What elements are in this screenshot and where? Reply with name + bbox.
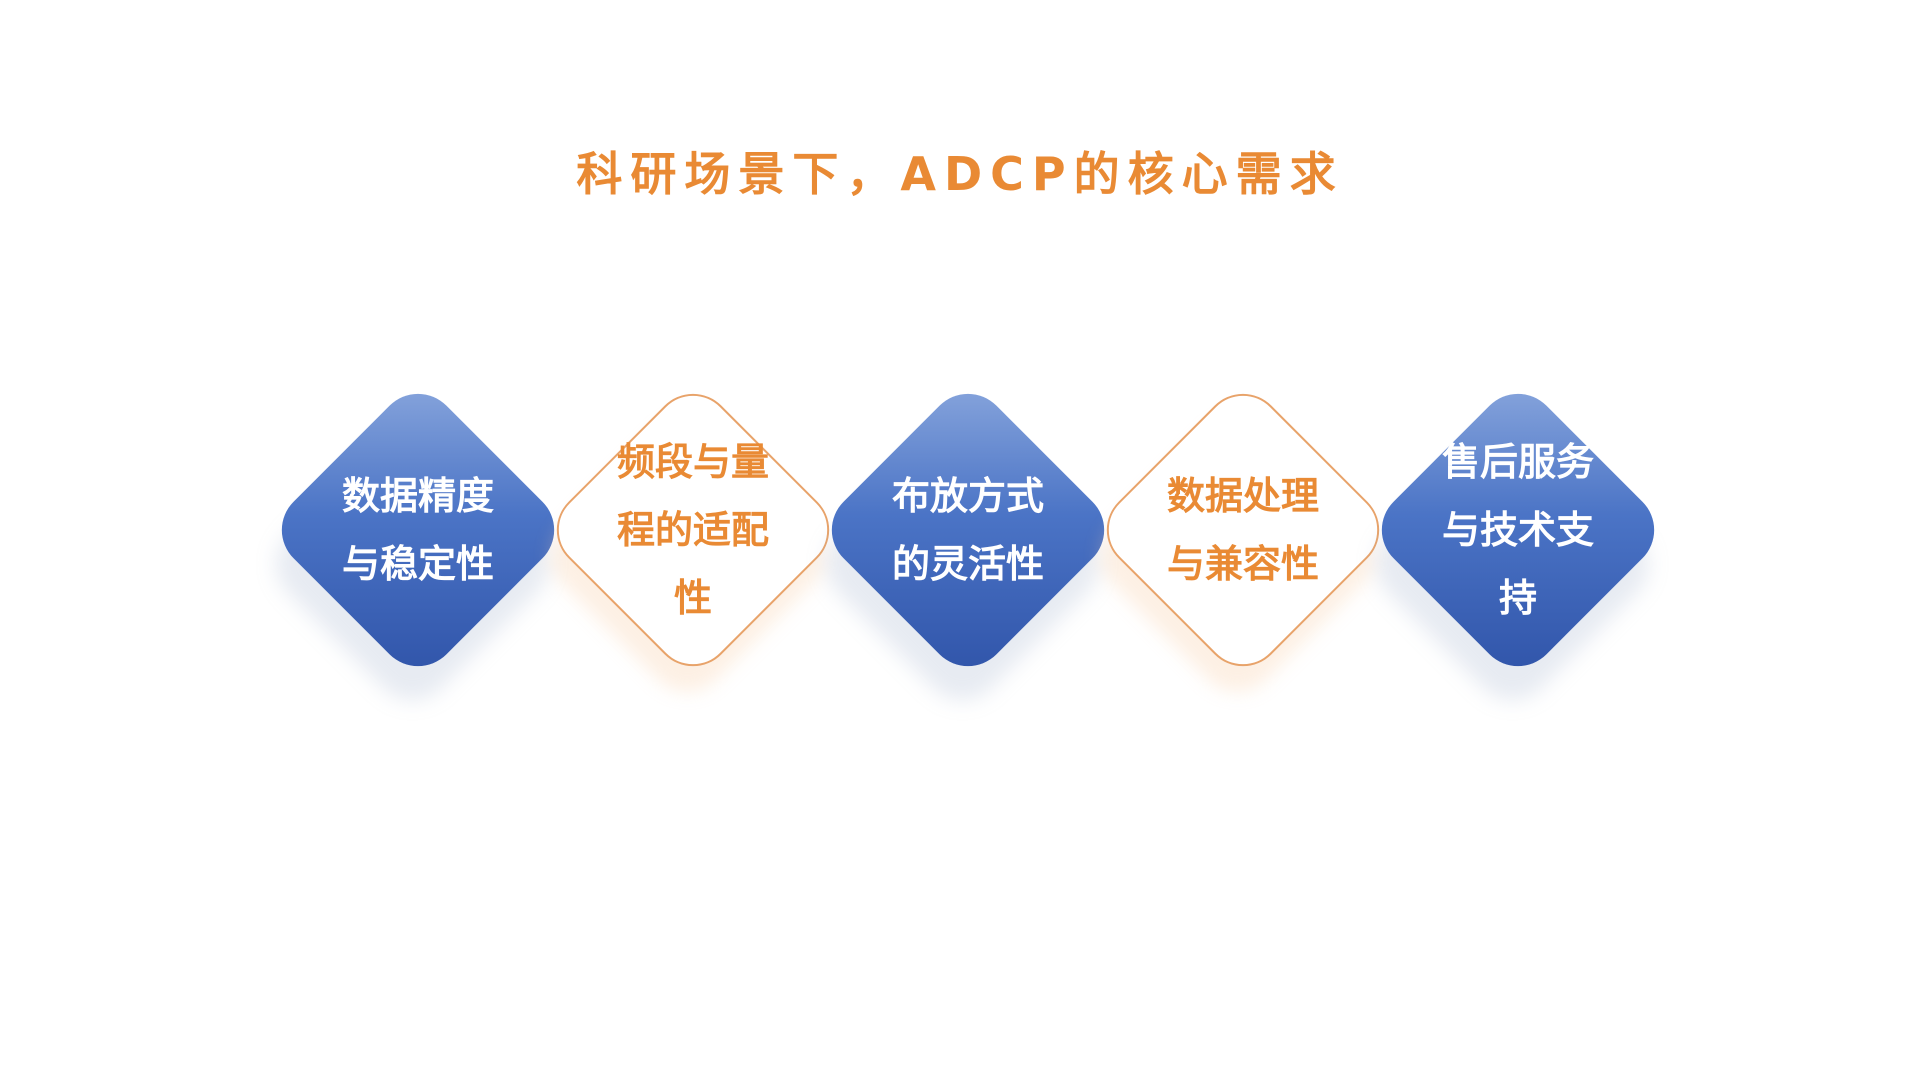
requirement-diamond-5: 售后服务与技术支持 <box>1356 368 1680 692</box>
requirement-label-1: 数据精度与稳定性 <box>341 474 494 586</box>
requirement-diamond-2: 频段与量程的适配性 <box>531 368 855 692</box>
requirement-label-2: 频段与量程的适配性 <box>616 440 769 620</box>
requirement-label-3: 布放方式的灵活性 <box>891 474 1044 586</box>
requirement-label-5: 售后服务与技术支持 <box>1441 440 1594 620</box>
requirement-label-4: 数据处理与兼容性 <box>1166 474 1319 586</box>
requirement-diamond-1: 数据精度与稳定性 <box>256 368 580 692</box>
requirement-diamond-3: 布放方式的灵活性 <box>806 368 1130 692</box>
page-title: 科研场景下，ADCP的核心需求 <box>576 147 1344 201</box>
requirement-diamond-4: 数据处理与兼容性 <box>1081 368 1405 692</box>
